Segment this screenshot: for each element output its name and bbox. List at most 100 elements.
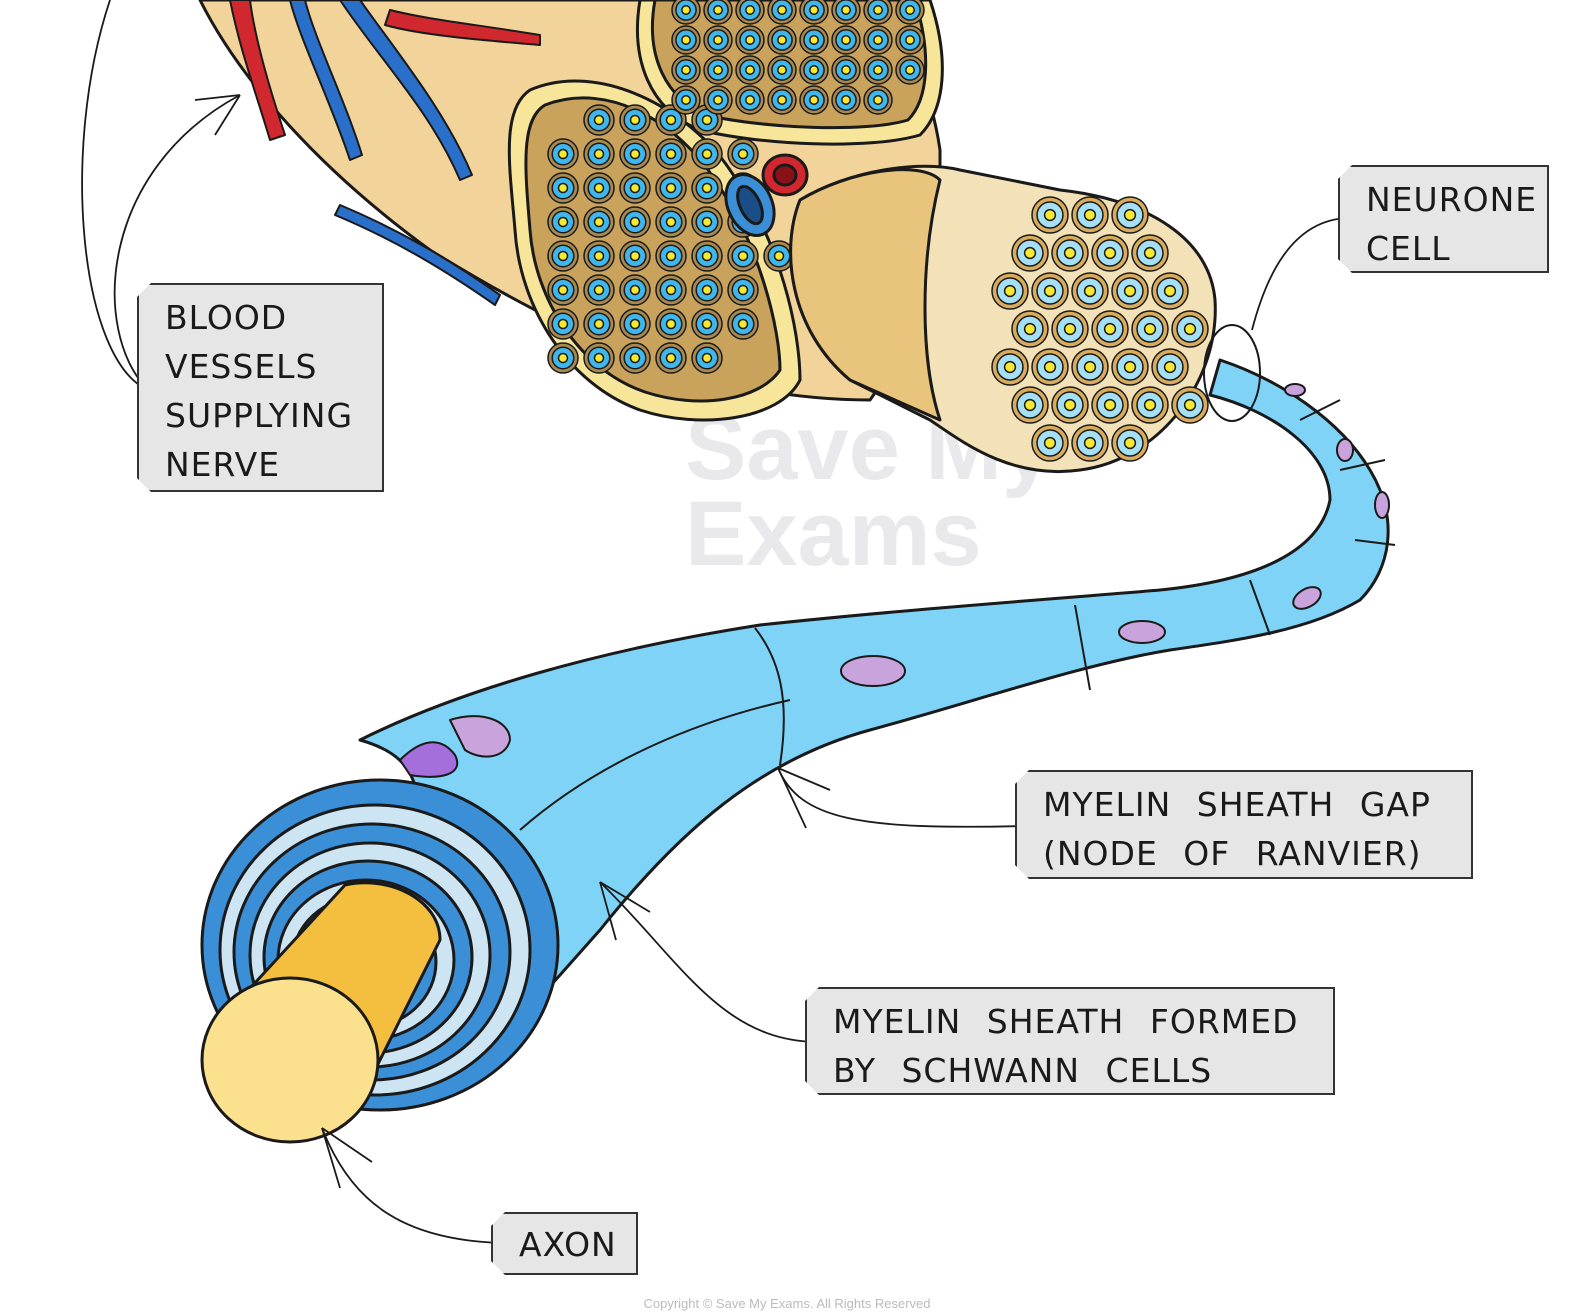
nerve-fibre-cross-section: [873, 5, 883, 15]
label-line: MYELIN SHEATH FORMED: [833, 1002, 1299, 1041]
nerve-fibre-cross-section: [1143, 246, 1157, 260]
nerve-fibre-cross-section: [629, 250, 641, 262]
nerve-fibre-cross-section: [681, 95, 691, 105]
nerve-fibre-cross-section: [593, 216, 605, 228]
nerve-fibre-cross-section: [665, 182, 677, 194]
nerve-fibre-cross-section: [777, 35, 787, 45]
nerve-fibre-cross-section: [701, 284, 713, 296]
nerve-fibre-cross-section: [557, 352, 569, 364]
nerve-fibre-cross-section: [841, 65, 851, 75]
label-line: SUPPLYING: [165, 396, 354, 435]
nerve-fibre-cross-section: [737, 148, 749, 160]
label-myelin-sheath: MYELIN SHEATH FORMED BY SCHWANN CELLS: [805, 987, 1335, 1095]
nerve-fibre-cross-section: [1043, 208, 1057, 222]
nerve-fibre-cross-section: [713, 5, 723, 15]
nerve-fibre-cross-section: [681, 35, 691, 45]
nerve-fibre-cross-section: [873, 95, 883, 105]
nerve-fibre-cross-section: [593, 114, 605, 126]
nerve-fibre-cross-section: [701, 318, 713, 330]
nerve-fibre-cross-section: [701, 216, 713, 228]
nerve-fibre-cross-section: [593, 284, 605, 296]
nerve-fibre-cross-section: [1023, 246, 1037, 260]
label-line: NERVE: [165, 445, 281, 484]
label-blood-vessels: BLOOD VESSELS SUPPLYING NERVE: [137, 283, 384, 492]
nerve-fibre-cross-section: [809, 95, 819, 105]
nerve-fibre-cross-section: [737, 284, 749, 296]
nerve-fibre-cross-section: [1123, 208, 1137, 222]
label-line: VESSELS: [165, 347, 318, 386]
nerve-fibre-cross-section: [557, 216, 569, 228]
nerve-fibre-cross-section: [1043, 284, 1057, 298]
label-line: BLOOD: [165, 298, 288, 337]
nerve-fibre-cross-section: [841, 35, 851, 45]
nerve-fibre-cross-section: [701, 182, 713, 194]
nerve-fibre-cross-section: [665, 352, 677, 364]
nerve-fibre-cross-section: [629, 352, 641, 364]
nerve-fibre-cross-section: [777, 65, 787, 75]
nerve-fibre-cross-section: [1003, 360, 1017, 374]
label-line: NEURONE: [1366, 180, 1538, 219]
nerve-fibre-cross-section: [1103, 322, 1117, 336]
label-neurone-cell: NEURONE CELL: [1338, 165, 1549, 273]
label-line: MYELIN SHEATH GAP: [1043, 785, 1431, 824]
nerve-fibre-cross-section: [745, 95, 755, 105]
label-myelin-sheath-gap: MYELIN SHEATH GAP (NODE OF RANVIER): [1015, 770, 1473, 879]
nerve-fibre-cross-section: [1043, 436, 1057, 450]
axon-end: [200, 976, 380, 1144]
nerve-fibre-cross-section: [593, 182, 605, 194]
nerve-fibre-cross-section: [629, 318, 641, 330]
nerve-fibre-cross-section: [1143, 398, 1157, 412]
nerve-fibre-cross-section: [713, 95, 723, 105]
nerve-fibre-cross-section: [1163, 284, 1177, 298]
nerve-fibre-cross-section: [629, 114, 641, 126]
nerve-fibre-cross-section: [737, 318, 749, 330]
nerve-fibre-cross-section: [737, 250, 749, 262]
nerve-fibre-cross-section: [701, 250, 713, 262]
nerve-fibre-cross-section: [1123, 284, 1137, 298]
nerve-fibre-cross-section: [1043, 360, 1057, 374]
nerve-fibre-cross-section: [1103, 246, 1117, 260]
nerve-fibre-cross-section: [665, 284, 677, 296]
nerve-fibre-cross-section: [841, 95, 851, 105]
nerve-fibre-cross-section: [1163, 360, 1177, 374]
nerve-fibre-cross-section: [873, 65, 883, 75]
nerve-fibre-cross-section: [701, 114, 713, 126]
nerve-fibre-cross-section: [1063, 246, 1077, 260]
nerve-fibre-cross-section: [1123, 360, 1137, 374]
blood-vessels: [229, 0, 541, 306]
nerve-fibre-cross-section: [665, 250, 677, 262]
nerve-fibre-cross-section: [593, 352, 605, 364]
nerve-fibre-cross-section: [1023, 322, 1037, 336]
nerve-fibre-cross-section: [1003, 284, 1017, 298]
label-line: CELL: [1366, 229, 1451, 268]
nerve-fibre-cross-section: [745, 65, 755, 75]
schwann-nuclei: [399, 383, 1390, 778]
nerve-fibre-cross-section: [557, 148, 569, 160]
pointer-lines: [81, 0, 1354, 1248]
nerve-fibre-cross-section: [557, 182, 569, 194]
label-line: (NODE OF RANVIER): [1043, 834, 1422, 873]
nerve-fibre-cross-section: [713, 35, 723, 45]
nerve-fibre-cross-section: [773, 250, 785, 262]
nerve-fibre-cross-section: [593, 318, 605, 330]
label-axon: AXON: [491, 1212, 638, 1275]
nerve-fibre-cross-section: [1123, 436, 1137, 450]
nerve-fibre-cross-section: [1063, 322, 1077, 336]
nerve-fibre-cross-section: [629, 182, 641, 194]
nerve-fibre-cross-section: [841, 5, 851, 15]
nerve-fibre-cross-section: [1103, 398, 1117, 412]
nerve-fibre-cross-section: [745, 35, 755, 45]
nerve-fibre-cross-section: [809, 65, 819, 75]
nerve-fibre-cross-section: [1083, 436, 1097, 450]
nerve-fibre-cross-section: [665, 318, 677, 330]
nerve-fibre-cross-section: [629, 148, 641, 160]
nerve-fibre-cross-section: [1183, 398, 1197, 412]
nerve-fibre-cross-section: [701, 352, 713, 364]
nerve-fibre-cross-section: [905, 65, 915, 75]
nerve-fibre-cross-section: [593, 250, 605, 262]
label-line: BY SCHWANN CELLS: [833, 1051, 1213, 1090]
nerve-fibre-cross-section: [593, 148, 605, 160]
nerve-fibre-cross-section: [557, 284, 569, 296]
nerve-fibre-cross-section: [905, 5, 915, 15]
